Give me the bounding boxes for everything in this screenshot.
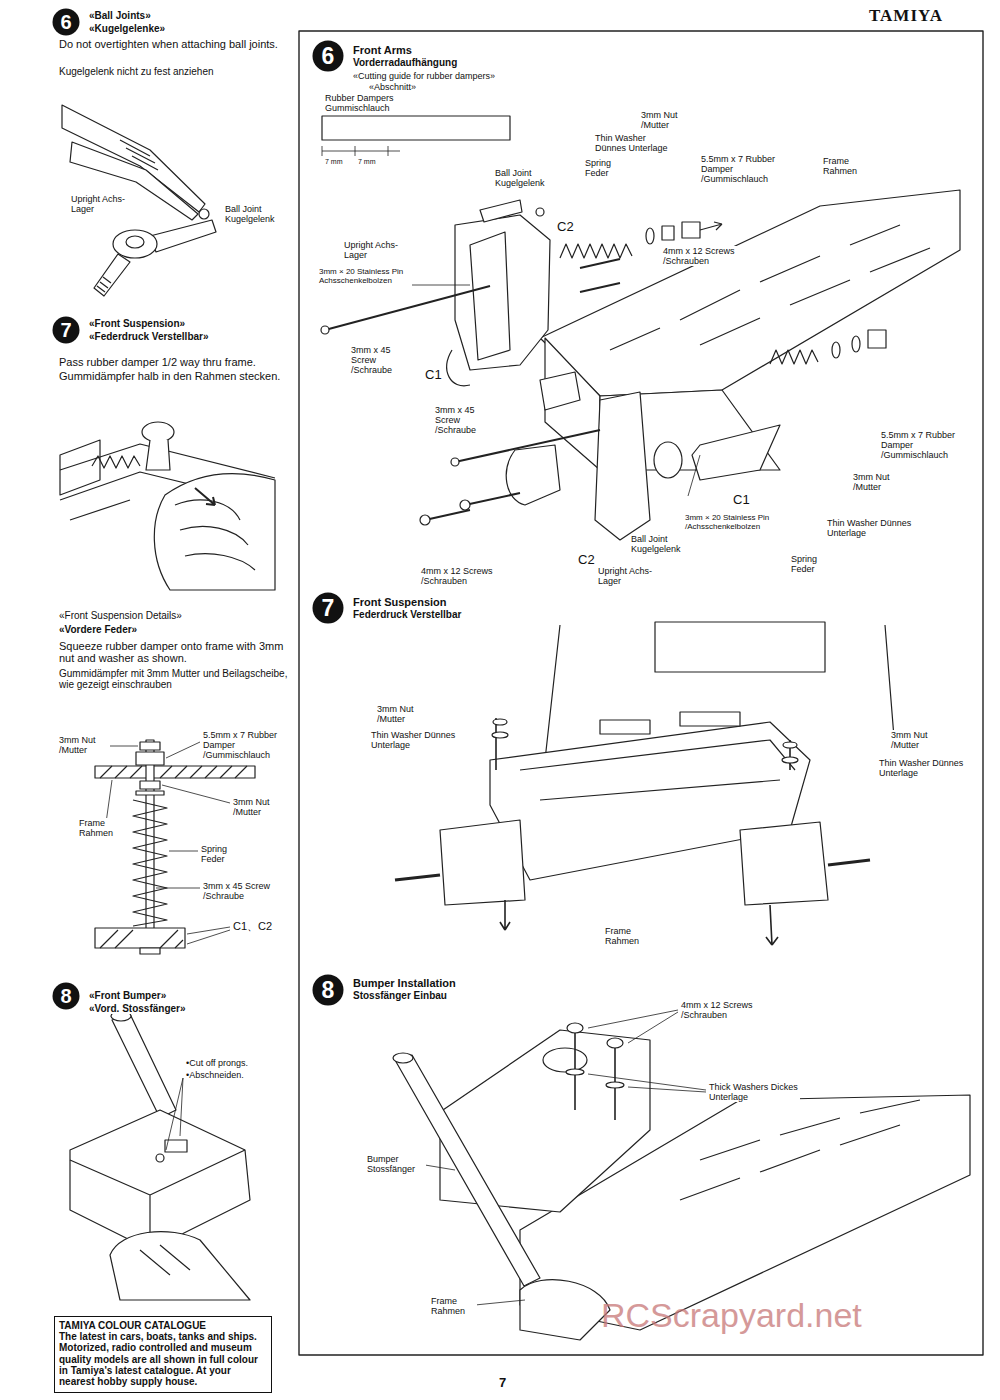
part-label: 5.5mm x 7 Rubber Damper /Gummischlauch (880, 430, 970, 460)
instruction-text: •Cut off prongs. (185, 1058, 249, 1068)
instruction-text: Pass rubber damper 1/2 way thru frame. (58, 356, 292, 368)
step-heading: Front Arms (352, 44, 413, 56)
part-label: Thick Washers Dickes Unterlage (708, 1082, 800, 1102)
part-label: Bumper Stossfänger (366, 1154, 426, 1174)
step-heading: Front Suspension (352, 596, 448, 608)
step-heading: «Ball Joints» (88, 10, 152, 21)
section-heading: «Vordere Feder» (58, 624, 138, 635)
step-number: 6 (312, 40, 344, 72)
part-label: 3mm Nut /Mutter (890, 730, 954, 750)
notice-heading: TAMIYA COLOUR CATALOGUE (59, 1320, 267, 1331)
circle-fill (313, 41, 344, 72)
part-number: C2 (577, 553, 596, 568)
circle-fill (313, 975, 344, 1006)
brand-header: TAMIYA (868, 6, 944, 25)
part-label: Gummischlauch (324, 103, 391, 113)
step-number-circle: 6 (52, 8, 80, 36)
part-label: Ball Joint Kugelgelenk (494, 168, 556, 188)
step-heading: Vorderradaufhängung (352, 57, 458, 68)
step-heading: «Front Bumper» (88, 990, 167, 1001)
part-label: Ball Joint Kugelgelenk (224, 204, 286, 224)
step-heading: Stossfänger Einbau (352, 990, 448, 1001)
part-label: 3mm Nut /Mutter (376, 704, 433, 724)
notice-box: TAMIYA COLOUR CATALOGUEThe latest in car… (54, 1316, 272, 1393)
step-number: 7 (52, 316, 80, 344)
part-number: C1 (732, 493, 751, 508)
instruction-text: •Abschneiden. (185, 1070, 245, 1080)
step-heading: «Vord. Stossfänger» (88, 1003, 187, 1014)
step-number-circle: 7 (312, 592, 344, 624)
part-label: 4mm x 12 Screws /Schrauben (680, 1000, 782, 1020)
part-label: 3mm x 45 Screw /Schraube (434, 405, 496, 435)
part-label: 3mm Nut /Mutter (852, 472, 916, 492)
dimension: 7 mm (324, 158, 344, 166)
part-label: 4mm x 12 Screws /Schrauben (662, 246, 774, 266)
step-number: 7 (312, 592, 344, 624)
part-label: 3mm x 45 Screw /Schraube (350, 345, 412, 375)
step-heading: «Federdruck Verstellbar» (88, 331, 210, 342)
step-number: 6 (52, 8, 80, 36)
part-number: C1 (424, 368, 443, 383)
dimension: 7 mm (357, 158, 377, 166)
part-label: Thin Washer Dünnes Unterlage (594, 133, 676, 153)
instruction-text: Kugelgelenk nicht zu fest anziehen (58, 66, 285, 77)
instruction-text: Do not overtighten when attaching ball j… (58, 38, 285, 50)
step-heading: «Kugelgelenke» (88, 23, 166, 34)
part-label: 3mm x 45 Screw /Schraube (202, 881, 289, 901)
part-label: Thin Washer Dünnes Unterlage (878, 758, 970, 778)
watermark: RCScrapyard.net (600, 1296, 863, 1334)
instruction-text: Gummidämpfer halb in den Rahmen stecken. (58, 370, 292, 382)
part-label: Upright Achs-Lager (343, 240, 403, 260)
circle-fill (53, 9, 80, 36)
part-label: Frame Rahmen (78, 818, 122, 838)
step-number: 8 (312, 974, 344, 1006)
part-label: Thin Washer Dünnes Unterlage (370, 730, 460, 750)
step-heading: Bumper Installation (352, 977, 457, 989)
part-label: 3mm Nut /Mutter (640, 110, 704, 130)
step-number-circle: 8 (312, 974, 344, 1006)
circle-fill (53, 317, 80, 344)
part-label: Upright Achs-Lager (70, 194, 127, 214)
instruction-text: Squeeze rubber damper onto frame with 3m… (58, 640, 292, 665)
part-label: Frame Rahmen (604, 926, 651, 946)
part-label: Frame Rahmen (430, 1296, 477, 1316)
circle-fill (53, 983, 80, 1010)
step-heading: Federdruck Verstellbar (352, 609, 462, 620)
part-label: Spring Feder (584, 158, 626, 178)
step-number-circle: 7 (52, 316, 80, 344)
step-number-circle: 8 (52, 982, 80, 1010)
part-number: C1、C2 (232, 920, 273, 932)
part-label: 5.5mm x 7 Rubber Damper /Gummischlauch (202, 730, 289, 760)
part-label: Upright Achs-Lager (597, 566, 659, 586)
instruction-text: Gummidämpfer mit 3mm Mutter und Beilagsc… (58, 668, 292, 690)
part-number: C2 (556, 220, 575, 235)
part-label: Rubber Dampers (324, 93, 395, 103)
part-label: Thin Washer Dünnes Unterlage (826, 518, 918, 538)
notice-text: The latest in cars, boats, tanks and shi… (59, 1331, 267, 1387)
part-label: 5.5mm x 7 Rubber Damper /Gummischlauch (700, 154, 790, 184)
notice-body: TAMIYA COLOUR CATALOGUEThe latest in car… (55, 1317, 271, 1390)
part-label: 3mm Nut /Mutter (232, 797, 289, 817)
part-label: Spring Feder (200, 844, 247, 864)
step-number: 8 (52, 982, 80, 1010)
part-label: 3mm × 20 Stainless Pin /Achsschenkelbolz… (684, 514, 801, 532)
part-label: 4mm x 12 Screws /Schrauben (420, 566, 522, 586)
part-label: Ball Joint Kugelgelenk (630, 534, 692, 554)
part-label: 3mm Nut /Mutter (58, 735, 110, 755)
part-label: Frame Rahmen (822, 156, 869, 176)
part-label: 3mm × 20 Stainless Pin Achsschenkelbolze… (318, 268, 412, 286)
section-heading: «Cutting guide for rubber dampers» (352, 71, 496, 81)
section-heading: «Front Suspension Details» (58, 610, 183, 621)
part-label: Spring Feder (790, 554, 837, 574)
page-number: 7 (498, 1376, 507, 1391)
section-heading: «Abschnitt» (368, 82, 417, 92)
step-number-circle: 6 (312, 40, 344, 72)
circle-fill (313, 593, 344, 624)
step-heading: «Front Suspension» (88, 318, 186, 329)
